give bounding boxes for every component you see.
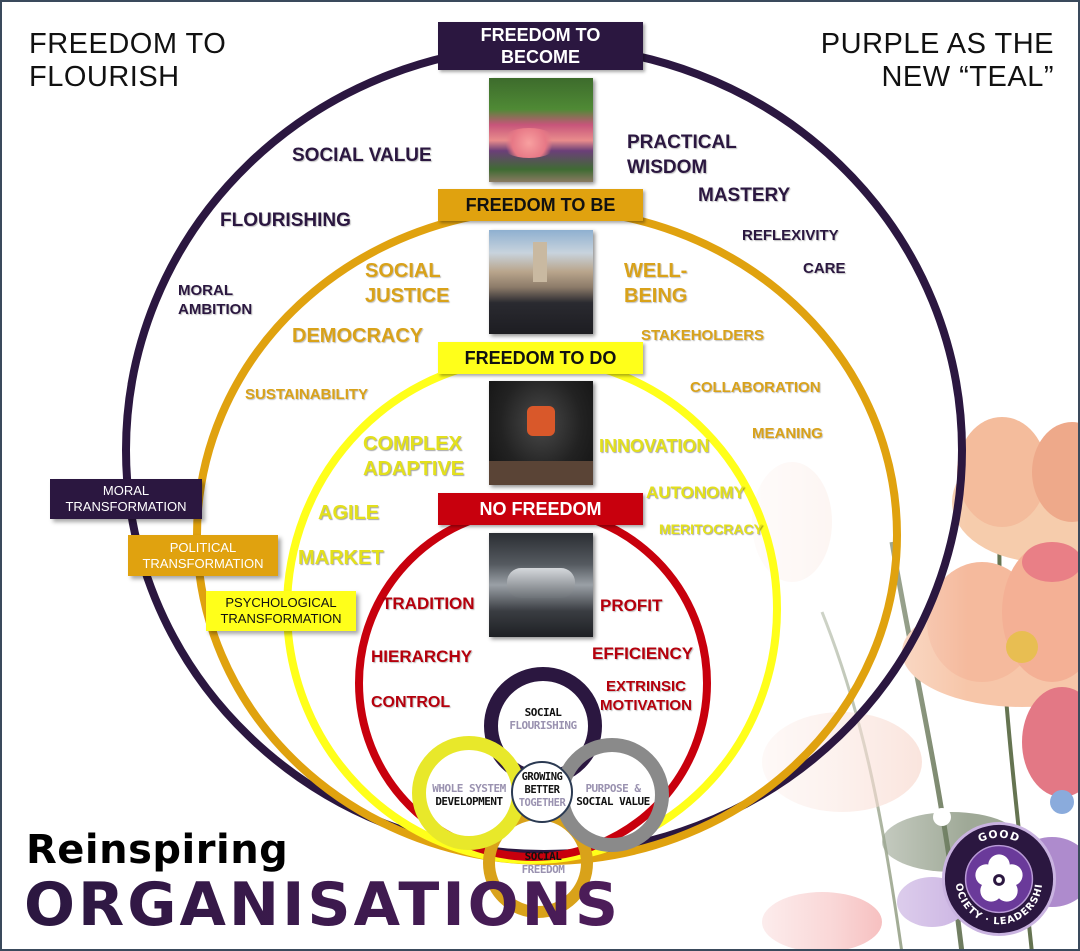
word-line: WISDOM xyxy=(627,157,708,178)
venn-line: GROWING xyxy=(521,771,563,783)
word-social-justice: SOCIAL JUSTICE xyxy=(365,259,449,309)
venn-line: PURPOSE & xyxy=(585,782,641,795)
box-line: TRANSFORMATION xyxy=(65,499,187,514)
word-sustainability: SUSTAINABILITY xyxy=(245,386,369,403)
word-line: BEING xyxy=(624,285,688,307)
word-market: MARKET xyxy=(298,547,384,569)
word-complex-adaptive: COMPLEX ADAPTIVE xyxy=(363,432,464,482)
machine-image xyxy=(489,533,593,637)
venn-line: DEVELOPMENT xyxy=(435,795,503,808)
word-social-value: SOCIAL VALUE xyxy=(292,145,432,166)
venn-line: BETTER xyxy=(524,784,560,796)
word-reflexivity: REFLEXIVITY xyxy=(742,227,839,244)
title-organisations: ORGANISATIONS xyxy=(24,870,622,940)
venn-purpose-label: PURPOSE & SOCIAL VALUE xyxy=(570,782,656,808)
box-line: MORAL xyxy=(102,483,150,498)
venn-center-circle xyxy=(511,761,573,823)
heading-line: PURPLE AS THE xyxy=(820,28,1054,60)
venn-line: TOGETHER xyxy=(518,797,566,809)
venn-line: FREEDOM xyxy=(500,863,586,876)
venn-social-flourishing-label: SOCIAL FLOURISHING xyxy=(499,706,587,732)
label-freedom-to-become: FREEDOM TO BECOME xyxy=(438,22,643,70)
word-profit: PROFIT xyxy=(600,596,663,615)
heading-line: FLOURISH xyxy=(29,61,180,93)
box-line: TRANSFORMATION xyxy=(142,555,264,571)
venn-line: SOCIAL xyxy=(524,706,562,719)
word-tradition: TRADITION xyxy=(382,594,475,613)
word-control: CONTROL xyxy=(371,694,451,711)
word-innovation: INNOVATION xyxy=(599,436,710,456)
label-line: FREEDOM TO xyxy=(480,25,601,45)
word-line: MOTIVATION xyxy=(600,697,692,714)
word-flourishing: FLOURISHING xyxy=(220,210,351,231)
venn-whole-system-label: WHOLE SYSTEM DEVELOPMENT xyxy=(426,782,512,808)
word-line: ADAPTIVE xyxy=(363,458,465,480)
venn-social-freedom-label: SOCIAL FREEDOM xyxy=(500,850,586,876)
word-meritocracy: MERITOCRACY xyxy=(659,521,763,537)
word-practical-wisdom: PRACTICAL WISDOM xyxy=(627,130,737,180)
word-moral-ambition: MORAL AMBITION xyxy=(178,281,252,319)
venn-line: FLOURISHING xyxy=(509,719,577,732)
venn-line: SOCIAL xyxy=(524,850,562,863)
venn-line: WHOLE SYSTEM xyxy=(432,782,506,795)
word-collaboration: COLLABORATION xyxy=(690,379,821,396)
word-hierarchy: HIERARCHY xyxy=(371,647,473,666)
city-plaza-image xyxy=(489,230,593,334)
word-efficiency: EFFICIENCY xyxy=(592,644,694,663)
word-line: AMBITION xyxy=(178,301,253,318)
word-line: WELL- xyxy=(624,260,688,282)
word-democracy: DEMOCRACY xyxy=(292,325,424,347)
label-line: BECOME xyxy=(500,47,580,67)
flower-icon xyxy=(975,854,1023,902)
word-line: SOCIAL xyxy=(365,260,441,282)
box-line: TRANSFORMATION xyxy=(220,611,342,626)
flower-illustration xyxy=(702,362,1078,949)
word-stakeholders: STAKEHOLDERS xyxy=(641,327,765,344)
word-line: PRACTICAL xyxy=(627,132,737,153)
word-line: JUSTICE xyxy=(365,285,450,307)
box-line: PSYCHOLOGICAL xyxy=(225,595,337,610)
word-line: EXTRINSIC xyxy=(605,678,686,695)
word-agile: AGILE xyxy=(318,502,380,524)
word-well-being: WELL- BEING xyxy=(624,259,687,309)
word-line: COMPLEX xyxy=(363,433,462,455)
heading-line: FREEDOM TO xyxy=(29,28,227,60)
label-no-freedom: NO FREEDOM xyxy=(438,493,643,525)
word-meaning: MEANING xyxy=(752,425,823,442)
freedom-to-flourish-heading: FREEDOM TO FLOURISH xyxy=(29,28,226,94)
word-line: MORAL xyxy=(178,282,233,299)
label-freedom-to-be: FREEDOM TO BE xyxy=(438,189,643,221)
title-reinspiring: Reinspiring xyxy=(26,827,289,873)
word-extrinsic-motivation: EXTRINSIC MOTIVATION xyxy=(600,677,692,715)
good-leadership-society-logo: GOOD ★ SOCIETY · LEADERSHIP ★ xyxy=(940,820,1057,937)
sprinter-image xyxy=(489,381,593,485)
box-line: POLITICAL xyxy=(169,539,237,555)
word-autonomy: AUTONOMY xyxy=(646,483,745,502)
venn-line: SOCIAL VALUE xyxy=(576,795,650,808)
label-freedom-to-do: FREEDOM TO DO xyxy=(438,342,643,374)
heading-line: NEW “TEAL” xyxy=(881,61,1054,93)
venn-center-label: GROWING BETTER TOGETHER xyxy=(510,771,574,810)
flower-garden-image xyxy=(489,78,593,182)
word-care: CARE xyxy=(803,260,846,277)
word-mastery: MASTERY xyxy=(698,185,791,206)
purple-as-new-teal-heading: PURPLE AS THE NEW “TEAL” xyxy=(821,28,1054,94)
